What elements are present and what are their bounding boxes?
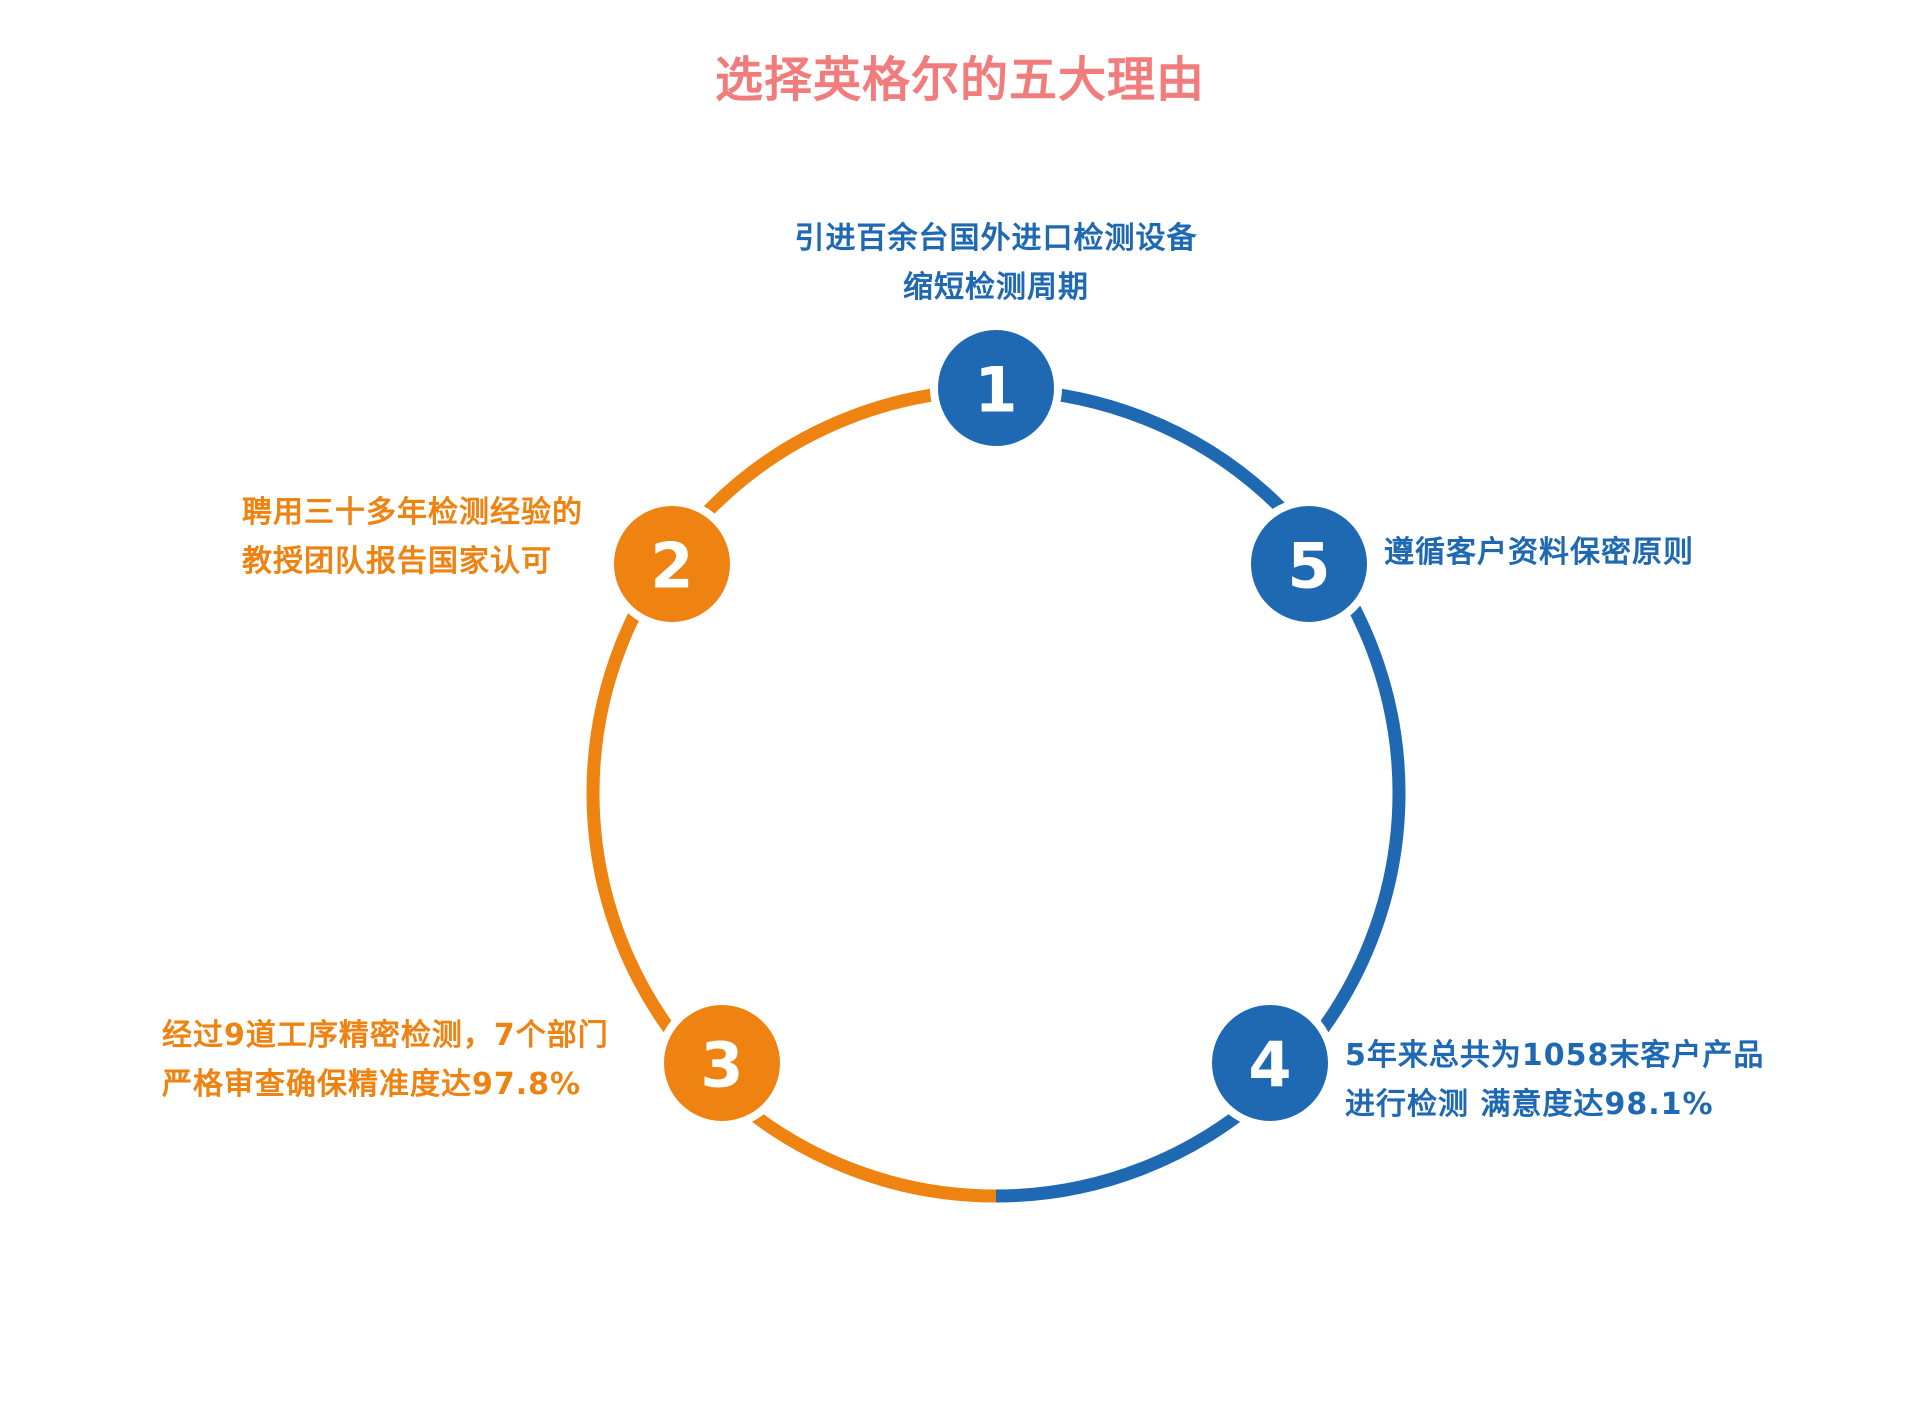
node-5-line-1: 遵循客户资料保密原则 <box>1384 535 1694 570</box>
node-circle <box>930 322 1062 454</box>
node-circle <box>1243 498 1375 630</box>
node-number: 4 <box>1248 1029 1291 1102</box>
node-1-line-1: 引进百余台国外进口检测设备 <box>794 221 1198 256</box>
node-2-text: 聘用三十多年检测经验的 教授团队报告国家认可 <box>242 488 583 586</box>
ring-arc-left <box>586 383 997 1203</box>
node-number: 3 <box>700 1029 743 1102</box>
node-number: 1 <box>974 354 1017 427</box>
node-4-text: 5年来总共为1058末客户产品 进行检测 满意度达98.1% <box>1345 1031 1764 1129</box>
node-3-text: 经过9道工序精密检测，7个部门 严格审查确保精准度达97.8% <box>162 1011 609 1109</box>
node-2: 2 <box>606 498 738 630</box>
node-2-line-1: 聘用三十多年检测经验的 <box>242 495 583 530</box>
node-3-line-2: 严格审查确保精准度达97.8% <box>162 1067 582 1102</box>
node-1: 1 <box>930 322 1062 454</box>
node-3-line-1: 经过9道工序精密检测，7个部门 <box>162 1018 609 1053</box>
node-circle <box>606 498 738 630</box>
node-5: 5 <box>1243 498 1375 630</box>
node-5-text: 遵循客户资料保密原则 <box>1384 528 1694 577</box>
node-number: 2 <box>650 530 693 603</box>
node-4-line-1: 5年来总共为1058末客户产品 <box>1345 1038 1765 1073</box>
node-1-text: 引进百余台国外进口检测设备 缩短检测周期 <box>795 214 1198 312</box>
node-4-line-2: 进行检测 满意度达98.1% <box>1345 1087 1714 1122</box>
node-3: 3 <box>656 997 788 1129</box>
node-number: 5 <box>1287 530 1330 603</box>
node-2-line-2: 教授团队报告国家认可 <box>242 544 552 579</box>
node-circle <box>656 997 788 1129</box>
ring-arc-right <box>995 383 1406 1203</box>
node-circle <box>1204 997 1336 1129</box>
page-title: 选择英格尔的五大理由 <box>714 52 1205 108</box>
node-4: 4 <box>1204 997 1336 1129</box>
node-1-line-2: 缩短检测周期 <box>903 270 1089 305</box>
